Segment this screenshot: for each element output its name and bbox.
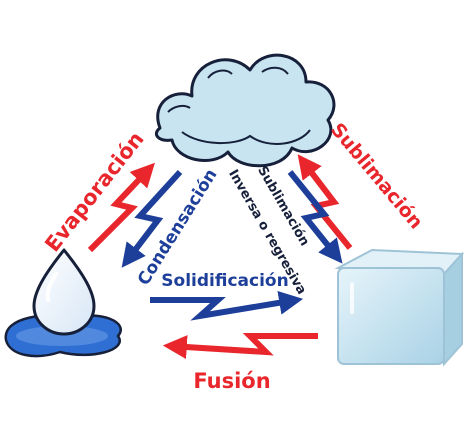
inverse-sublimation-arrow	[287, 170, 343, 264]
condensation-arrow	[121, 169, 183, 268]
ice-cube-icon	[334, 248, 465, 367]
sublimation-arrow	[297, 154, 353, 250]
solidification-arrow	[150, 290, 304, 321]
sublimation-label: Sublimación	[326, 119, 427, 233]
fusion-arrow	[162, 333, 318, 360]
water-drop-icon	[4, 248, 122, 358]
fusion-label: Fusión	[193, 369, 270, 393]
evaporation-label: Evaporación	[40, 127, 148, 256]
cloud-icon	[155, 53, 336, 168]
solidification-label: Solidificación	[161, 271, 288, 291]
evaporation-arrow	[87, 162, 155, 253]
